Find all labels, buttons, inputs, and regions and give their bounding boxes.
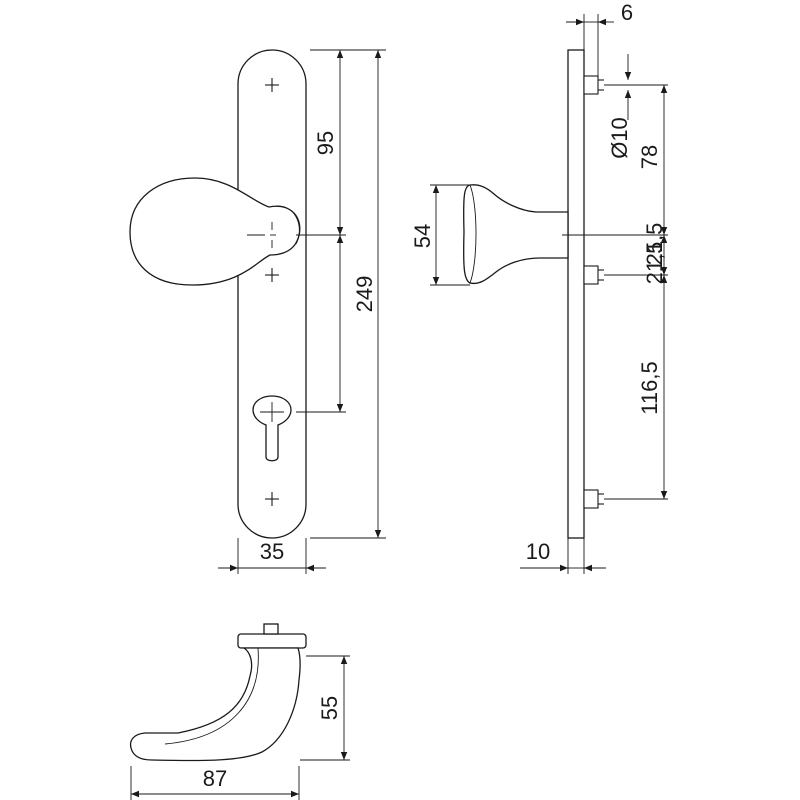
dim-87-lines <box>130 766 300 800</box>
dim-21-5-bottom: 21,5 <box>642 242 667 285</box>
dim-21-5-top: 21,5 <box>642 223 667 266</box>
mounting-studs <box>583 75 604 509</box>
side-centre-lines <box>562 84 668 500</box>
dim-54: 54 <box>410 224 435 248</box>
cylinder-centre-mark <box>260 402 284 422</box>
front-view: 95 249 35 <box>129 49 386 574</box>
dim-87: 87 <box>203 766 227 791</box>
side-plate <box>567 49 585 539</box>
handle-curve <box>129 647 301 762</box>
dim-6-lines <box>566 14 614 76</box>
side-view: 6 Ø10 78 21,5 21,5 116,5 54 <box>410 0 668 574</box>
knob-centre-mark <box>247 222 276 248</box>
dim-10-lines <box>520 538 606 574</box>
front-plate <box>237 49 307 539</box>
dim-116-5: 116,5 <box>637 361 662 414</box>
knob-profile <box>463 184 569 285</box>
dim-95-249-lines <box>296 49 386 539</box>
screw-marks <box>265 78 279 506</box>
dim-diameter: Ø10 <box>607 117 632 159</box>
dim-35-lines <box>218 538 326 574</box>
dim-249: 249 <box>352 276 377 313</box>
dim-10: 10 <box>526 539 550 564</box>
dim-78: 78 <box>637 145 662 169</box>
dim-54-lines <box>430 184 470 286</box>
dim-6: 6 <box>621 0 633 25</box>
plan-view: 55 87 <box>129 623 350 800</box>
plan-base <box>237 633 307 649</box>
handle-inner-edge <box>164 647 259 745</box>
dim-55-lines <box>300 655 350 761</box>
dim-95: 95 <box>313 131 338 155</box>
knob-profile-face <box>469 184 477 284</box>
dim-55: 55 <box>317 696 342 720</box>
dim-35: 35 <box>260 539 284 564</box>
plan-stud <box>263 623 279 635</box>
knob-neck <box>275 205 300 245</box>
